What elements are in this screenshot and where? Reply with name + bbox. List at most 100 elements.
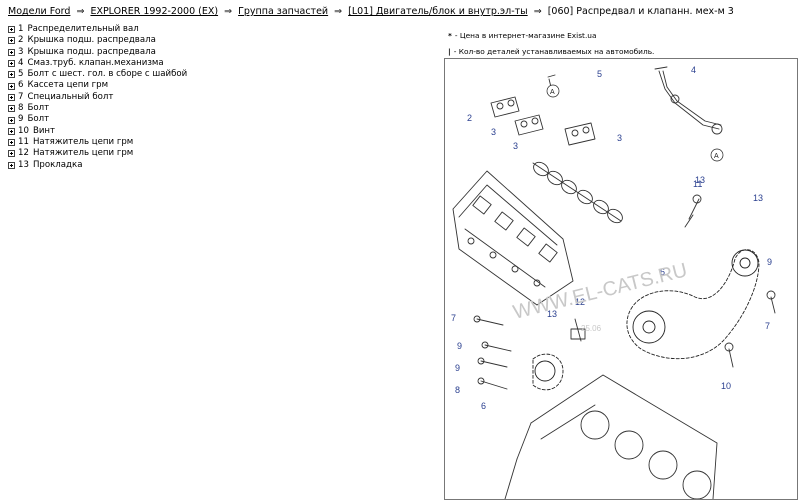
part-number: 6 (18, 80, 24, 91)
cylinder-block-drawing (504, 374, 718, 499)
part-number: 8 (18, 103, 24, 114)
callout-label: 3 (617, 133, 622, 143)
part-name: Натяжитель цепи грм (32, 136, 134, 147)
bearing-caps-drawing (490, 74, 596, 146)
part-number: 1 (18, 24, 24, 34)
asterisk-mark: * (448, 31, 452, 40)
watermark-date: 25.06 (581, 324, 602, 333)
callout-label: 13 (547, 309, 557, 319)
timing-chain-drawing (532, 249, 760, 391)
part-name: Распределительный вал (27, 24, 139, 34)
expand-plus-icon[interactable] (8, 161, 15, 169)
part-number: 11 (18, 136, 29, 147)
part-number: 3 (18, 46, 24, 57)
part-name: Смаз.труб. клапан.механизма (27, 57, 164, 68)
expand-plus-icon[interactable] (8, 60, 15, 68)
watermark-text: WWW.EL-CATS.RU (511, 259, 690, 324)
callout-label: A (714, 153, 719, 160)
callout-label: 11 (693, 179, 702, 189)
part-number: 5 (18, 69, 24, 80)
callout-label: 10 (721, 381, 731, 391)
expand-plus-icon[interactable] (8, 71, 15, 79)
callout-label: 7 (451, 313, 456, 323)
callout-label: 2 (467, 113, 472, 123)
breadcrumb: Модели Ford ⇒ EXPLORER 1992-2000 (EX) ⇒ … (8, 6, 734, 17)
breadcrumb-separator: ⇒ (76, 6, 85, 17)
callout-label: 6 (660, 267, 665, 277)
callout-label: 9 (767, 257, 772, 267)
expand-plus-icon[interactable] (8, 82, 15, 90)
callout-label: 8 (455, 385, 460, 395)
exploded-view-drawing: 5 4 2 3 3 3 13 13 6 9 7 12 13 7 9 9 8 10… (451, 65, 776, 499)
expand-plus-icon[interactable] (8, 127, 15, 135)
breadcrumb-separator: ⇒ (334, 6, 343, 17)
camshaft-drawing (532, 161, 623, 224)
part-name: Болт (27, 103, 50, 114)
cylinder-head-drawing (452, 170, 574, 306)
callout-label: 6 (481, 401, 486, 411)
part-name: Специальный болт (27, 91, 114, 102)
breadcrumb-current: [060] Распредвал и клапанн. мех-м 3 (547, 6, 734, 17)
expand-plus-icon[interactable] (8, 139, 15, 147)
expand-plus-icon[interactable] (8, 26, 15, 34)
part-number: 9 (18, 114, 24, 125)
parts-diagram: 5 4 2 3 3 3 13 13 6 9 7 12 13 7 9 9 8 10… (444, 58, 798, 500)
callout-label: 13 (753, 193, 763, 203)
part-name: Кассета цепи грм (27, 80, 109, 91)
oil-tube-drawing (654, 66, 723, 135)
callout-label: 7 (765, 321, 770, 331)
part-number: 12 (18, 148, 29, 159)
callout-label: 5 (597, 69, 602, 79)
expand-plus-icon[interactable] (8, 37, 15, 45)
breadcrumb-separator: ⇒ (224, 6, 233, 17)
legend-quantity: |- Кол-во деталей устанавливаемых на авт… (448, 44, 654, 60)
expand-plus-icon[interactable] (8, 48, 15, 56)
legend-price: *- Цена в интернет-магазине Exist.ua (448, 28, 654, 44)
legend: *- Цена в интернет-магазине Exist.ua |- … (448, 28, 654, 60)
part-name: Крышка подш. распредвала (27, 35, 156, 46)
part-number: 10 (18, 125, 29, 136)
part-number: 4 (18, 57, 24, 68)
callout-label: 9 (457, 341, 462, 351)
part-name: Винт (32, 125, 56, 136)
expand-plus-icon[interactable] (8, 150, 15, 158)
bar-mark: | (448, 47, 451, 56)
legend-quantity-text: - Кол-во деталей устанавливаемых на авто… (453, 47, 655, 56)
breadcrumb-engine-block[interactable]: [L01] Двигатель/блок и внутр.эл-ты (348, 6, 528, 17)
expand-plus-icon[interactable] (8, 93, 15, 101)
part-name: Болт (27, 114, 50, 125)
breadcrumb-models-ford[interactable]: Модели Ford (8, 6, 71, 17)
callout-label: 9 (455, 363, 460, 373)
breadcrumb-separator: ⇒ (533, 6, 542, 17)
part-number: 2 (18, 35, 24, 46)
callout-label: 3 (513, 141, 518, 151)
callout-label: 12 (575, 297, 585, 307)
breadcrumb-explorer[interactable]: EXPLORER 1992-2000 (EX) (90, 6, 219, 17)
part-number: 7 (18, 91, 24, 102)
legend-price-text: - Цена в интернет-магазине Exist.ua (454, 31, 597, 40)
part-name: Прокладка (32, 159, 83, 170)
part-number: 13 (18, 159, 29, 170)
part-name: Натяжитель цепи грм (32, 148, 134, 159)
callout-label: 13 (695, 175, 705, 185)
callout-label: A (550, 89, 555, 96)
expand-plus-icon[interactable] (8, 105, 15, 113)
tensioners-drawing (473, 194, 776, 390)
part-name: Болт с шест. гол. в сборе с шайбой (27, 69, 188, 80)
breadcrumb-parts-group[interactable]: Группа запчастей (238, 6, 329, 17)
expand-plus-icon[interactable] (8, 116, 15, 124)
